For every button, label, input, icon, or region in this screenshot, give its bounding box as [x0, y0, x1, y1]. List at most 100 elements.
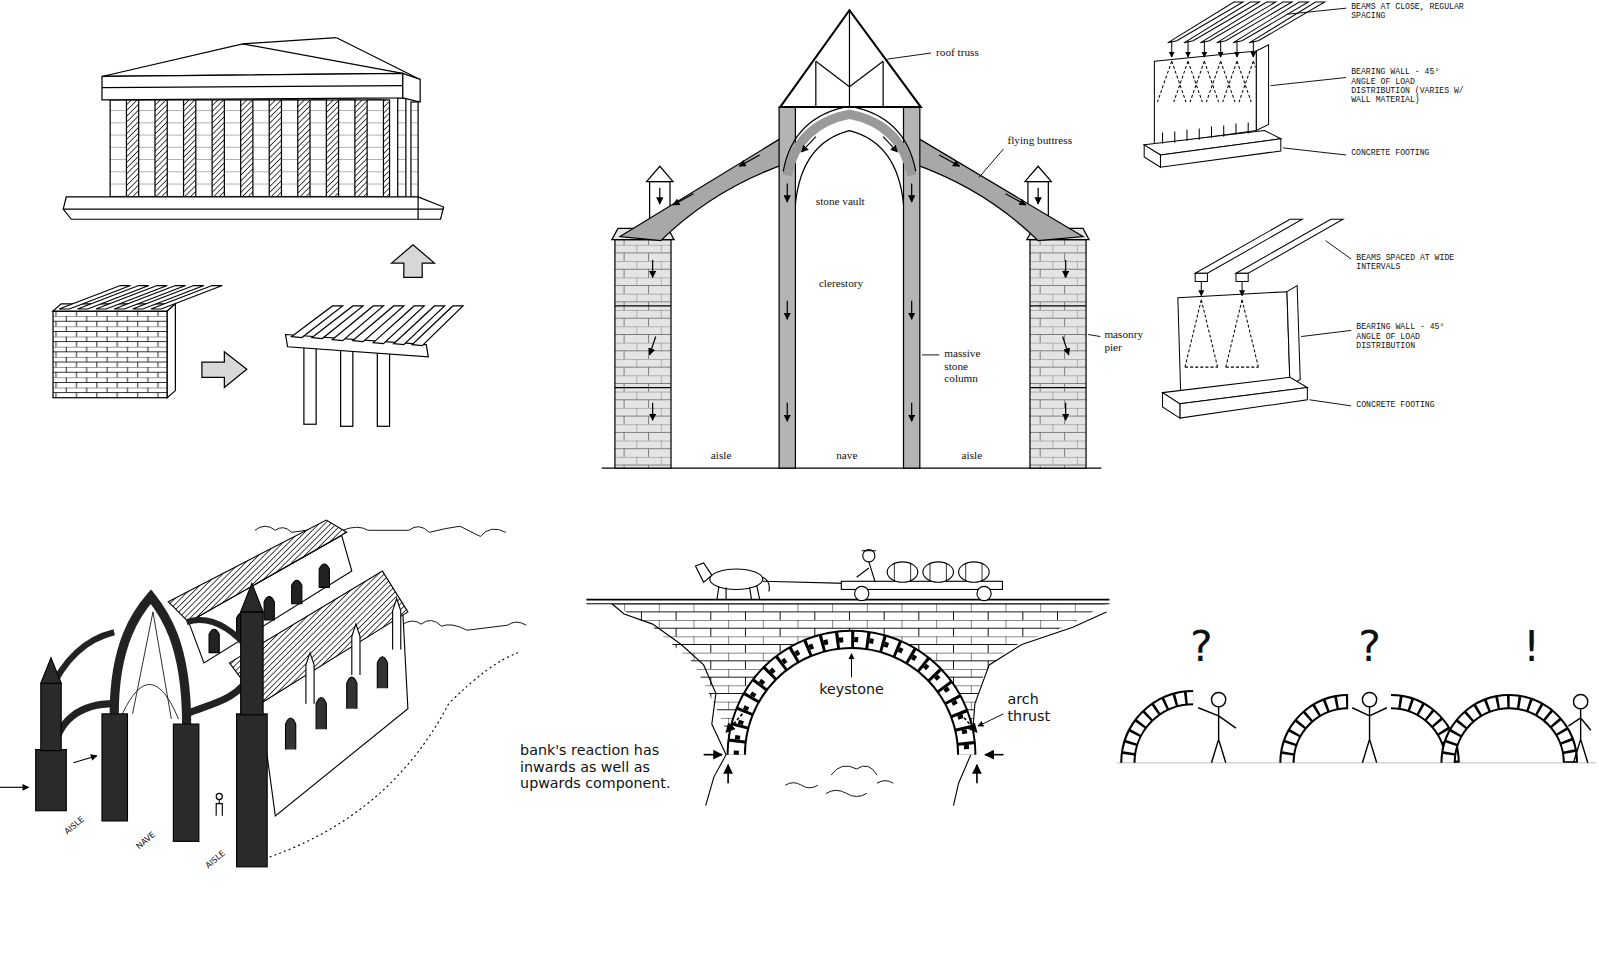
part-label: stone vault — [816, 195, 865, 208]
space-label: aisle — [962, 449, 983, 462]
arch-figures — [1117, 692, 1596, 762]
force-arrow — [985, 754, 1003, 756]
greek-temple — [367, 100, 383, 197]
greek-temple — [167, 100, 183, 197]
force-arrow — [1065, 403, 1066, 420]
arch-figures — [1211, 692, 1225, 706]
bearing-wall-detail — [1188, 41, 1189, 57]
force-arrow — [787, 403, 788, 421]
bearing-wall-detail — [1221, 61, 1235, 102]
arch-bridge — [586, 550, 1109, 806]
leader-line — [1271, 8, 1352, 406]
bearing-wall-detail — [1223, 61, 1237, 102]
part-label: flying buttress — [1008, 134, 1073, 147]
bearing-wall-detail — [1206, 61, 1220, 102]
gothic-section — [849, 10, 850, 107]
bearing-wall-detail — [1204, 41, 1205, 57]
bearing-wall-detail — [1226, 367, 1259, 368]
arch-bridge — [887, 562, 918, 582]
bearing-wall-detail — [1223, 125, 1224, 136]
arch-bridge — [977, 586, 991, 600]
force-arrow — [1005, 194, 1025, 205]
arch-bridge — [736, 639, 966, 754]
force-arrow — [650, 137, 1069, 422]
force-arrow — [727, 765, 729, 783]
force-arrow — [1063, 337, 1069, 355]
cathedral-isometric — [241, 583, 263, 612]
bearing-wall-sketch — [53, 286, 222, 398]
force-arrow — [976, 765, 978, 783]
cathedral-isometric — [216, 793, 222, 799]
cathedral-isometric — [255, 526, 506, 537]
bearing-wall-detail — [1287, 286, 1300, 386]
arch-bridge — [863, 550, 875, 562]
force-arrow — [961, 714, 977, 732]
gothic-section — [780, 10, 921, 107]
cathedral-isometric — [41, 658, 61, 683]
greek-temple — [139, 100, 155, 197]
bearing-wall-detail — [1144, 2, 1343, 418]
arch-figures — [1128, 698, 1193, 763]
gothic-section — [602, 10, 1102, 468]
bearing-wall-detail — [1172, 61, 1186, 102]
bearing-wall-detail — [1185, 300, 1201, 367]
force-arrow — [911, 301, 912, 319]
greek-temple — [63, 38, 443, 220]
arch-bridge — [923, 562, 954, 582]
bearing-wall-detail — [1163, 41, 1254, 144]
leader-line — [922, 354, 939, 355]
post-and-beam-sketch — [304, 347, 316, 425]
sketch-note: BEAMS SPACED AT WIDE INTERVALS — [1356, 253, 1470, 272]
force-arrow — [911, 403, 912, 421]
cathedral-isometric — [237, 714, 268, 867]
bearing-wall-detail — [1220, 41, 1221, 57]
bearing-wall-detail — [1253, 61, 1255, 67]
cathedral-isometric — [168, 520, 346, 622]
bearing-wall-detail — [1163, 393, 1180, 418]
force-arrow — [978, 714, 1003, 726]
greek-temple — [114, 100, 389, 197]
force-arrow — [650, 337, 656, 355]
bearing-wall-detail — [1237, 61, 1251, 102]
sketch-note: BEARING WALL - 45° ANGLE OF LOAD DISTRIB… — [1351, 67, 1465, 105]
space-label: aisle — [711, 449, 732, 462]
force-label: arch thrust — [1008, 691, 1079, 724]
arch-bridge — [736, 639, 966, 754]
arch-figures — [1448, 702, 1570, 763]
gothic-section — [816, 61, 850, 86]
symbol: ! — [1523, 622, 1540, 671]
sketch-note: BEAMS AT CLOSE, REGULAR SPACING — [1351, 2, 1465, 21]
gothic-section — [1030, 305, 1086, 306]
force-arrow — [787, 184, 788, 202]
greek-temple — [63, 208, 443, 209]
bearing-wall-detail — [1190, 61, 1204, 102]
bearing-wall-detail — [1199, 128, 1200, 139]
cathedral-isometric — [306, 599, 401, 704]
force-arrow — [1038, 188, 1039, 204]
bearing-wall-detail — [1157, 61, 1171, 102]
symbol: ? — [1358, 622, 1381, 671]
force-arrow — [704, 754, 722, 756]
cathedral-isometric — [403, 620, 526, 630]
force-arrow — [739, 155, 759, 166]
part-label: clerestory — [819, 277, 863, 290]
arch-bridge — [953, 612, 1106, 806]
greek-temple — [196, 100, 212, 197]
arch-bridge — [736, 639, 966, 754]
leader-line — [1088, 334, 1100, 336]
greek-temple — [281, 100, 297, 197]
block-arrow — [392, 245, 435, 278]
greek-temple — [310, 100, 326, 197]
greek-temple — [253, 100, 269, 197]
bearing-wall-detail — [1154, 51, 1256, 145]
force-arrow — [883, 137, 897, 152]
space-label: AISLE — [63, 815, 87, 837]
arch-figures — [1448, 702, 1570, 763]
gothic-section — [1030, 387, 1086, 388]
arch-bridge — [710, 569, 763, 589]
arch-bridge — [586, 603, 1109, 604]
greek-temple — [403, 73, 420, 102]
part-label: keystone — [819, 681, 884, 697]
space-label: NAVE — [134, 830, 157, 851]
